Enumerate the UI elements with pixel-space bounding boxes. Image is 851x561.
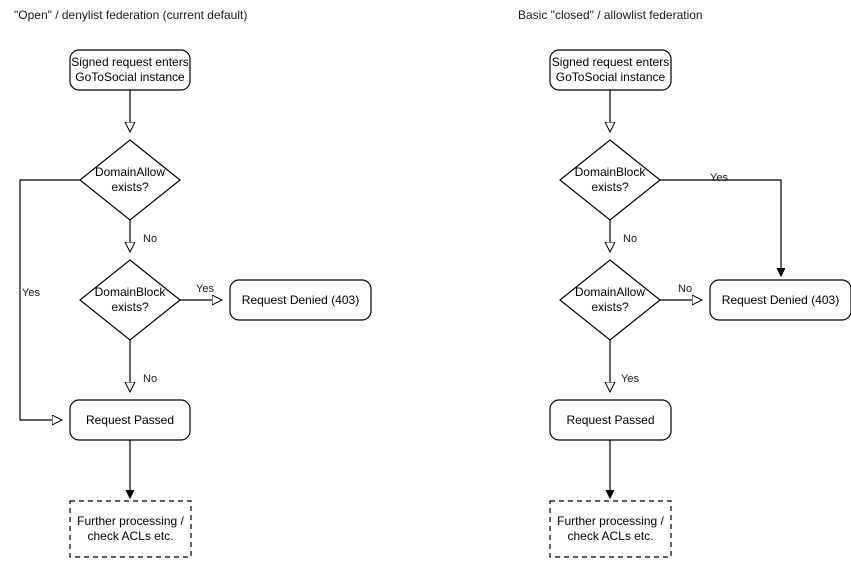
node-request-denied: [229, 279, 372, 321]
edge-label-domain-allow-no: No: [678, 283, 693, 295]
node-further-processing: [69, 500, 192, 558]
edge-label-domain-allow-yes: Yes: [22, 287, 40, 299]
node-domain-allow-decision: [559, 259, 661, 341]
node-request-denied: [709, 279, 851, 321]
edge-domain-block-yes: [660, 179, 781, 276]
edge-label-domain-allow-yes: Yes: [621, 373, 639, 385]
node-request-passed: [549, 399, 672, 441]
node-further-processing: [549, 500, 672, 558]
edge-label-domain-allow-no: No: [143, 233, 158, 245]
edge-label-domain-block-yes: Yes: [710, 172, 728, 184]
edge-domain-allow-yes: [19, 179, 80, 420]
panel-title-closed-allowlist: Basic "closed" / allowlist federation: [518, 8, 703, 22]
node-signed-request-entry: [69, 49, 191, 91]
node-domain-block-decision: [79, 259, 181, 341]
edge-label-domain-block-yes: Yes: [196, 283, 214, 295]
node-signed-request-entry: [549, 49, 672, 91]
panel-title-open-denylist: "Open" / denylist federation (current de…: [14, 8, 248, 22]
node-domain-allow-decision: [79, 139, 181, 221]
edge-label-domain-block-no: No: [623, 233, 638, 245]
node-domain-block-decision: [559, 139, 661, 221]
edge-label-domain-block-no: No: [143, 373, 158, 385]
node-request-passed: [69, 399, 191, 441]
